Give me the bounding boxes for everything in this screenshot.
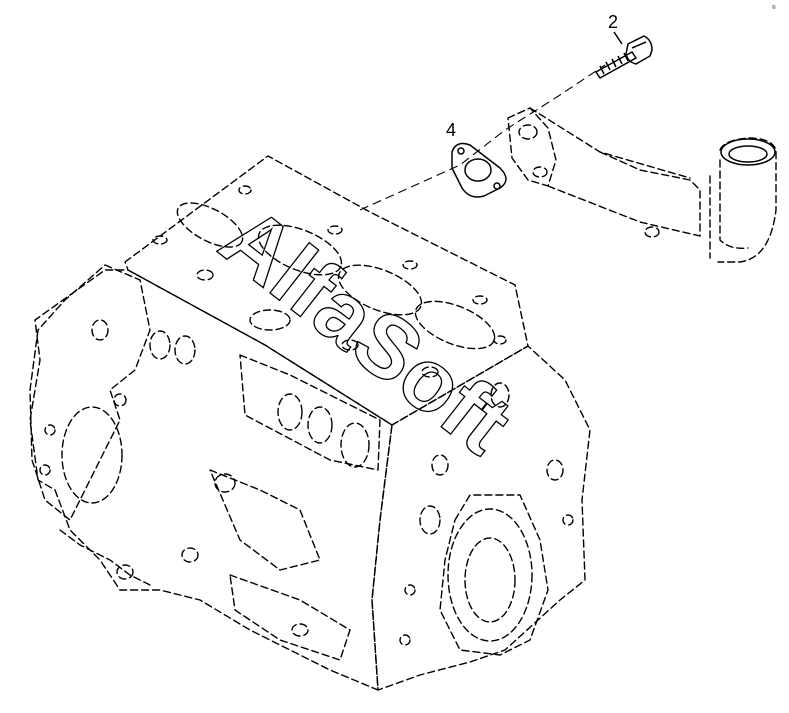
callout-4: 4	[446, 120, 456, 140]
engine-block	[29, 155, 591, 691]
corner-mark: ©	[772, 4, 776, 11]
water-pipe	[507, 107, 777, 263]
callout-2: 2	[608, 12, 618, 32]
bolt-icon	[595, 35, 653, 79]
leader-line	[359, 64, 606, 211]
watermark-text: AlfaSoft	[203, 187, 530, 473]
gasket-icon	[451, 142, 507, 198]
